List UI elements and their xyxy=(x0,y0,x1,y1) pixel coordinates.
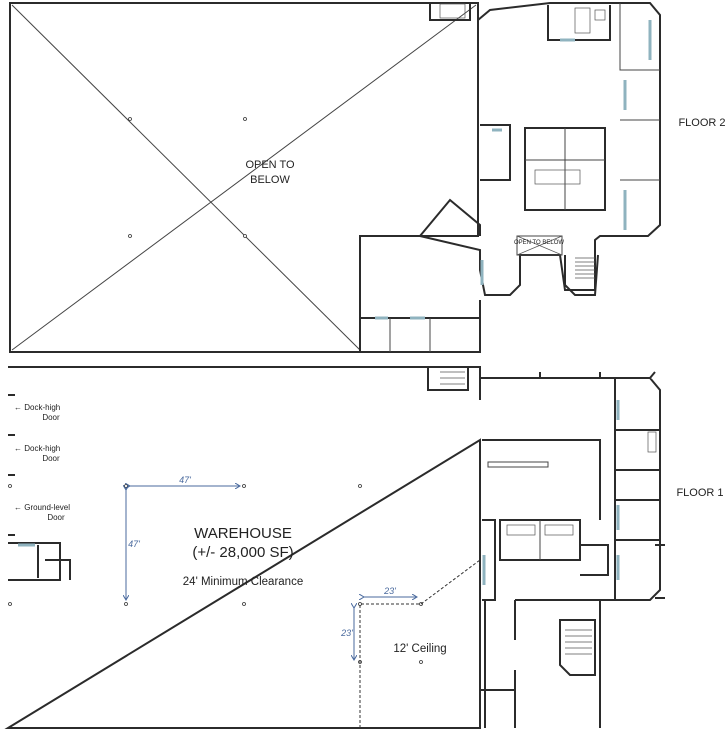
floor-1-plan: ← Dock-high Door ← Dock-high Door ← Grou… xyxy=(4,366,724,729)
ceiling-note: 12' Ceiling xyxy=(393,643,446,655)
dock-high-door-label-2: ← Dock-high Door xyxy=(14,444,60,463)
column-spacing-dimensions: 47' 47' xyxy=(126,475,240,600)
ceiling-spacing-h-label: 23' xyxy=(383,586,396,596)
svg-text:← Dock-high: ← Dock-high xyxy=(14,403,60,412)
warehouse-labels: WAREHOUSE (+/- 28,000 SF) 24' Minimum Cl… xyxy=(183,525,303,588)
svg-text:← Dock-high: ← Dock-high xyxy=(14,444,60,453)
small-open-to-below-label: OPEN TO BELOW xyxy=(514,240,564,246)
small-open-to-below-box xyxy=(516,235,563,256)
floor-2-plan: OPEN TO BELOW OPEN TO BELOW xyxy=(9,1,726,353)
warehouse-title: WAREHOUSE xyxy=(194,525,292,542)
svg-text:Door: Door xyxy=(42,413,60,422)
floor-2-label: FLOOR 2 xyxy=(678,117,725,129)
ground-level-door-label: ← Ground-level Door xyxy=(14,503,70,522)
column-spacing-h-label: 47' xyxy=(179,475,191,485)
ceiling-spacing-v-label: 23' xyxy=(340,628,353,638)
twelve-foot-ceiling-area: 23' 23' 12' Ceiling xyxy=(340,559,481,728)
svg-text:← Ground-level: ← Ground-level xyxy=(14,503,70,512)
floor-1-door-labels: ← Dock-high Door ← Dock-high Door ← Grou… xyxy=(14,403,70,522)
floor-2-columns xyxy=(128,117,247,238)
warehouse-outline xyxy=(4,366,481,729)
dock-high-door-label-1: ← Dock-high Door xyxy=(14,403,60,422)
open-to-below-area: OPEN TO BELOW xyxy=(9,2,479,353)
floor-2-stair xyxy=(564,254,599,296)
floor-1-offices xyxy=(480,371,665,728)
column-spacing-v-label: 47' xyxy=(128,539,140,549)
open-to-below-label-line2: BELOW xyxy=(250,174,290,186)
floor-1-label: FLOOR 1 xyxy=(676,487,723,499)
svg-text:Door: Door xyxy=(42,454,60,463)
warehouse-area: (+/- 28,000 SF) xyxy=(192,544,293,561)
open-to-below-label-line1: OPEN TO xyxy=(245,159,295,171)
clearance-note: 24' Minimum Clearance xyxy=(183,576,303,588)
floor-2-offices: OPEN TO BELOW xyxy=(359,1,661,353)
svg-text:Door: Door xyxy=(47,513,65,522)
